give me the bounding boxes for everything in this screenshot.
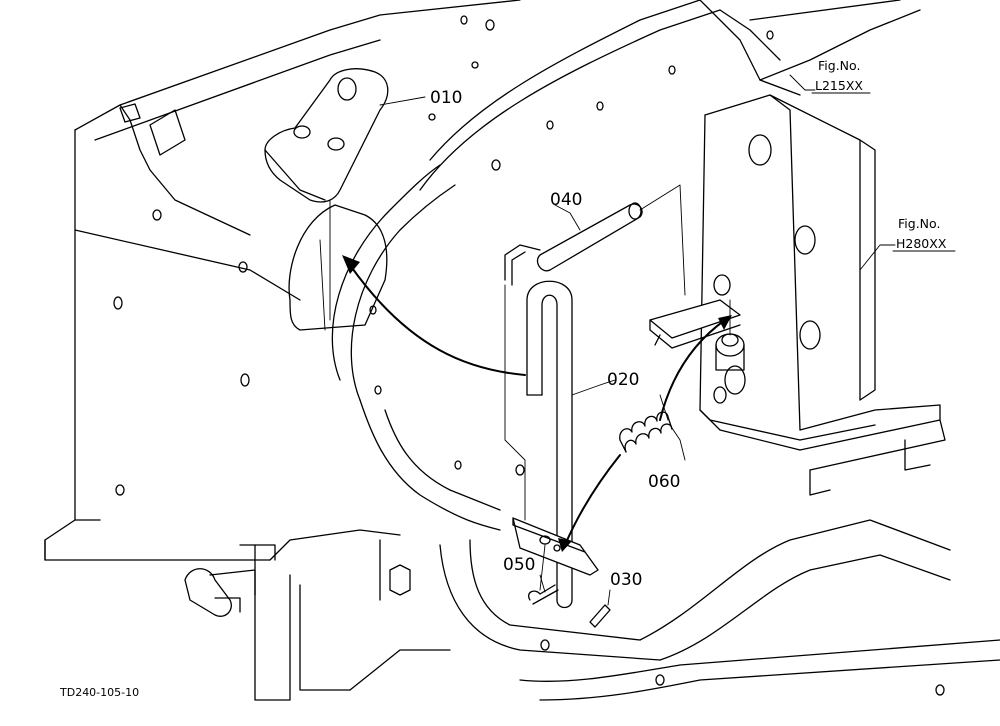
assembly-arrows — [342, 255, 732, 552]
callout-060: 060 — [648, 472, 680, 492]
callout-040: 040 — [550, 190, 582, 210]
callout-050: 050 — [503, 555, 535, 575]
leader-lines — [379, 74, 896, 606]
pivot-bracket — [649, 299, 745, 371]
callout-020: 020 — [607, 370, 639, 390]
housing-holes — [113, 15, 945, 696]
part-040-rod — [536, 184, 686, 296]
bracket-holes — [713, 134, 821, 404]
fig-ref-2-label: Fig.No. — [898, 216, 940, 231]
housing-outline — [44, 0, 1000, 701]
part-010-cover — [264, 68, 389, 321]
part-020-lever — [504, 244, 599, 609]
part-030-pin — [589, 604, 611, 628]
fig-ref-1-code: L215XX — [815, 78, 863, 93]
fig-ref-1-label: Fig.No. — [818, 58, 860, 73]
callout-030: 030 — [610, 570, 642, 590]
drawing-code: TD240-105-10 — [59, 686, 139, 699]
part-050-clip — [528, 544, 559, 605]
fig-ref-2-code: H280XX — [896, 236, 947, 251]
callout-010: 010 — [430, 88, 462, 108]
